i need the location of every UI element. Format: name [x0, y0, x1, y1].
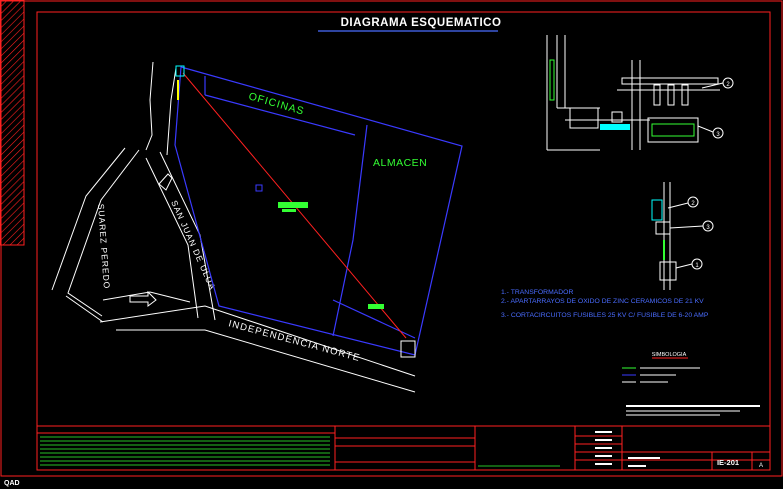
- green-marker-1: [278, 202, 308, 208]
- revision-table-lines: [40, 436, 560, 467]
- traffic-arrows: [129, 173, 173, 307]
- street-label-suarez-peredo: SUAREZ PEREDO: [96, 203, 112, 289]
- green-marker-2: [368, 304, 384, 309]
- substation-box: [400, 340, 416, 358]
- callout-label: 3: [716, 132, 720, 138]
- green-marker-1b: [282, 209, 296, 212]
- pole-symbol: [175, 65, 185, 100]
- note-2: 2.- APARTARRAYOS DE OXIDO DE ZINC CERAMI…: [501, 298, 704, 305]
- title-block: [36, 425, 771, 471]
- property-boundary: [174, 66, 463, 356]
- callout-label: 2: [691, 201, 695, 207]
- callout-label: 1: [695, 263, 699, 269]
- drawing-frame: [0, 0, 783, 477]
- registro-box: [255, 184, 263, 192]
- corner-label: QAD: [4, 480, 20, 487]
- cutout-pole-detail: [651, 182, 714, 290]
- drawing-title: DIAGRAMA ESQUEMATICO: [341, 17, 502, 29]
- callout-label: 3: [706, 225, 710, 231]
- sheet-number: IE-201: [717, 458, 739, 467]
- symbology-block: SIMBOLOGIA: [622, 352, 760, 416]
- transformer-elevation-detail: [546, 35, 734, 151]
- callout-label: 2: [726, 82, 730, 88]
- revision-letter: A: [759, 463, 763, 469]
- note-3: 3.- CORTACIRCUITOS FUSIBLES 25 KV C/ FUS…: [501, 312, 709, 319]
- title-block-fill-lines: [595, 431, 660, 467]
- area-label-almacen: ALMACEN: [373, 157, 427, 169]
- note-1: 1.- TRANSFORMADOR: [501, 289, 573, 296]
- notes-list: 1.- TRANSFORMADOR 2.- APARTARRAYOS DE OX…: [501, 289, 709, 319]
- symbology-title: SIMBOLOGIA: [652, 352, 687, 358]
